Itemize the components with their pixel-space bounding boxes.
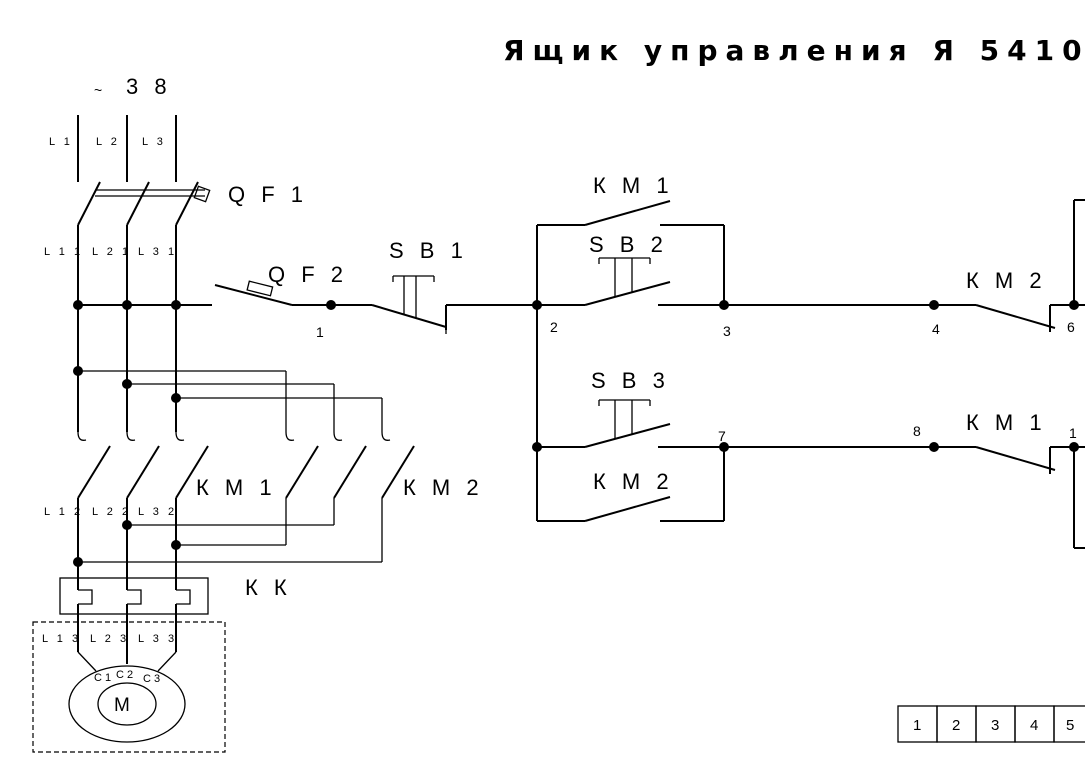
motor-terminal-c1: C 1 <box>94 672 111 684</box>
phase-label-l13: L 1 3 <box>42 633 81 645</box>
power-junctions <box>73 300 181 567</box>
node-8: 8 <box>913 423 921 439</box>
phase-label-l12: L 1 2 <box>44 506 83 518</box>
control-circuit <box>214 199 1085 549</box>
phase-label-l11: L 1 1 <box>44 246 83 258</box>
km2-interlock-label: К М 2 <box>966 268 1047 293</box>
phase-label-l2: L 2 <box>96 136 120 148</box>
km2-power-label: К М 2 <box>403 475 484 500</box>
sheet-cell-3: 3 <box>991 717 999 734</box>
power-circuit <box>32 115 415 753</box>
node-1: 1 <box>316 324 324 340</box>
sb3-label: S B 3 <box>591 368 670 393</box>
phase-label-l33: L 3 3 <box>138 633 177 645</box>
sb1-label: S B 1 <box>389 238 468 263</box>
node-4: 4 <box>932 321 940 337</box>
motor-label: M <box>114 695 130 716</box>
control-junctions <box>326 300 1079 452</box>
sheet-number-row: 1 2 3 4 5 <box>897 705 1085 743</box>
node-6: 6 <box>1067 319 1075 335</box>
km2-hold-label: К М 2 <box>593 469 674 494</box>
node-3: 3 <box>723 323 731 339</box>
phase-label-l32: L 3 2 <box>138 506 177 518</box>
sheet-cell-4: 4 <box>1030 717 1038 734</box>
supply-voltage: 3 8 <box>126 74 172 99</box>
phase-label-l23: L 2 3 <box>90 633 129 645</box>
sheet-cell-2: 2 <box>952 717 960 734</box>
phase-label-l3: L 3 <box>142 136 166 148</box>
qf2-label: Q F 2 <box>268 262 348 287</box>
sheet-cell-1: 1 <box>913 717 921 734</box>
phase-label-l31: L 3 1 <box>138 246 177 258</box>
phase-label-l1: L 1 <box>49 136 73 148</box>
node-1-right: 1 <box>1069 425 1077 441</box>
diagram-title: Ящик управления Я 5410 <box>503 34 1085 67</box>
km1-hold-label: К М 1 <box>593 173 674 198</box>
kk-label: К К <box>245 575 292 600</box>
phase-label-l22: L 2 2 <box>92 506 131 518</box>
phase-label-l21: L 2 1 <box>92 246 131 258</box>
sb2-label: S B 2 <box>589 232 668 257</box>
km1-interlock-label: К М 1 <box>966 410 1047 435</box>
qf1-label: Q F 1 <box>228 182 308 207</box>
km1-power-label: К М 1 <box>196 475 277 500</box>
node-7: 7 <box>718 428 726 444</box>
ac-symbol: ~ <box>94 82 102 98</box>
motor-terminal-c2: C 2 <box>116 669 133 681</box>
sheet-cell-5: 5 <box>1066 717 1074 734</box>
motor-terminal-c3: C 3 <box>143 673 160 685</box>
node-2: 2 <box>550 319 558 335</box>
